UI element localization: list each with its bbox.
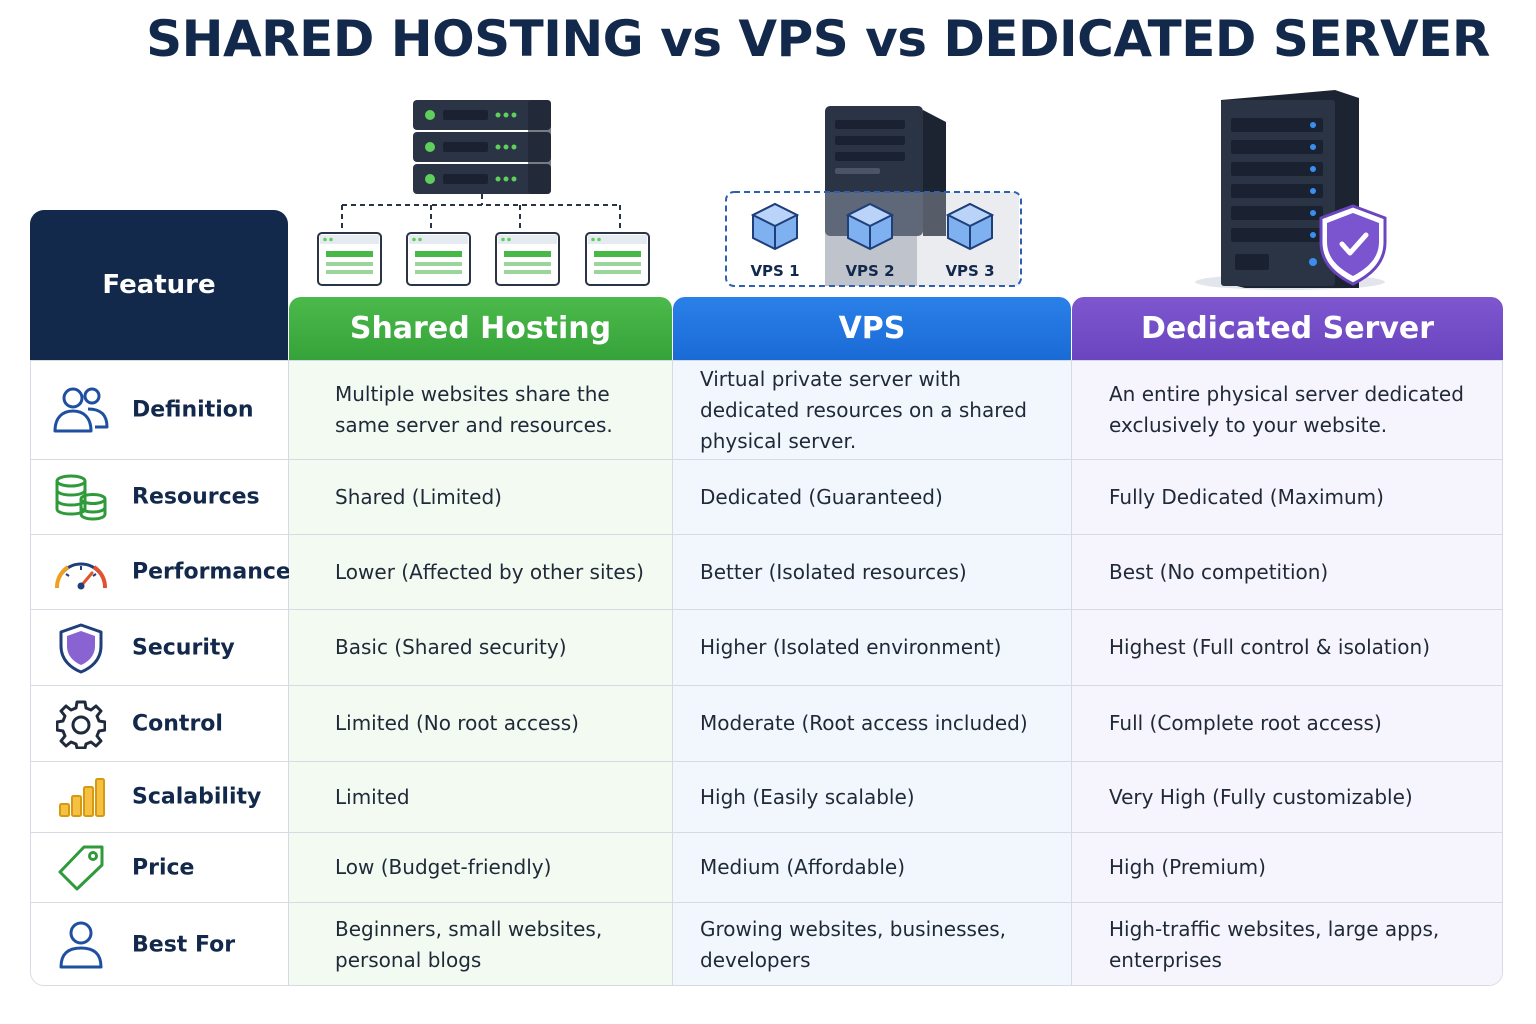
server-rack-icon (413, 100, 551, 194)
feature-cell: Price (31, 833, 289, 902)
vps-cell: Growing websites, businesses, developers (673, 903, 1072, 985)
shield-check-icon (1319, 204, 1387, 286)
vps-header: VPS (673, 297, 1071, 360)
speedometer-icon (51, 542, 111, 602)
table-row-best-for: Best For Beginners, small websites, pers… (31, 902, 1502, 985)
shield-icon (51, 618, 111, 678)
vps-cell: Virtual private server with dedicated re… (673, 361, 1072, 459)
feature-cell: Performance (31, 535, 291, 609)
table-row-scalability: Scalability Limited High (Easily scalabl… (31, 761, 1502, 832)
price-tag-icon (51, 838, 111, 898)
dedicated-cell: Full (Complete root access) (1072, 686, 1502, 761)
feature-label: Resources (132, 484, 260, 510)
vps-label-1: VPS 1 (750, 262, 799, 280)
feature-label: Scalability (132, 784, 262, 810)
dedicated-cell: Fully Dedicated (Maximum) (1072, 460, 1502, 534)
server-tower-icon (825, 106, 946, 236)
table-row-price: Price Low (Budget-friendly) Medium (Affo… (31, 832, 1502, 902)
dedicated-cell: High (Premium) (1072, 833, 1502, 902)
vps-cell: Medium (Affordable) (673, 833, 1072, 902)
shared-cell: Limited (289, 762, 673, 832)
dedicated-cell: Very High (Fully customizable) (1072, 762, 1502, 832)
dedicated-server-illustration (1195, 90, 1387, 290)
feature-label: Price (132, 855, 195, 880)
shared-hosting-illustration (317, 100, 650, 286)
shared-cell: Limited (No root access) (289, 686, 673, 761)
database-coins-icon (51, 467, 111, 527)
table-row-resources: Resources Shared (Limited) Dedicated (Gu… (31, 459, 1502, 534)
table-row-security: Security Basic (Shared security) Higher … (31, 609, 1502, 685)
shared-cell: Lower (Affected by other sites) (289, 535, 673, 609)
vps-cell: Moderate (Root access included) (673, 686, 1072, 761)
table-row-definition: Definition Multiple websites share the s… (31, 361, 1502, 459)
shared-cell: Beginners, small websites, personal blog… (289, 903, 673, 985)
comparison-table: Definition Multiple websites share the s… (30, 360, 1503, 986)
bar-chart-icon (51, 767, 111, 827)
feature-label: Control (132, 711, 223, 736)
user-icon (51, 915, 111, 975)
shared-cell: Multiple websites share the same server … (289, 361, 673, 459)
shared-hosting-header: Shared Hosting (289, 297, 672, 360)
shared-cell: Basic (Shared security) (289, 610, 673, 685)
feature-cell: Best For (31, 903, 289, 985)
feature-cell: Control (31, 686, 289, 761)
gear-icon (51, 694, 111, 754)
dedicated-cell: An entire physical server dedicated excl… (1072, 361, 1502, 459)
table-row-performance: Performance Lower (Affected by other sit… (31, 534, 1502, 609)
feature-column-header: Feature (30, 210, 288, 360)
feature-cell: Security (31, 610, 289, 685)
users-icon (51, 380, 111, 440)
feature-label: Security (132, 635, 235, 660)
feature-cell: Scalability (31, 762, 289, 832)
feature-label: Performance (132, 559, 291, 585)
dedicated-cell: Highest (Full control & isolation) (1072, 610, 1502, 685)
feature-cell: Definition (31, 361, 289, 459)
dedicated-server-header: Dedicated Server (1072, 297, 1503, 360)
vps-cube-icons (750, 202, 995, 251)
feature-label: Best For (132, 932, 236, 958)
vps-label-3: VPS 3 (945, 262, 994, 280)
shared-cell: Low (Budget-friendly) (289, 833, 673, 902)
vps-cell: Better (Isolated resources) (673, 535, 1072, 609)
table-row-control: Control Limited (No root access) Moderat… (31, 685, 1502, 761)
vps-illustration: VPS 1 VPS 2 VPS 3 (725, 106, 1022, 287)
dedicated-cell: Best (No competition) (1072, 535, 1502, 609)
shared-cell: Shared (Limited) (289, 460, 673, 534)
page-title: SHARED HOSTING vs VPS vs DEDICATED SERVE… (146, 10, 1490, 68)
vps-cell: High (Easily scalable) (673, 762, 1072, 832)
vps-label-2: VPS 2 (845, 262, 894, 280)
feature-cell: Resources (31, 460, 289, 534)
feature-label: Definition (132, 397, 254, 423)
dedicated-cell: High-traffic websites, large apps, enter… (1072, 903, 1502, 985)
vps-cell: Dedicated (Guaranteed) (673, 460, 1072, 534)
vps-cell: Higher (Isolated environment) (673, 610, 1072, 685)
website-window-icons (317, 232, 650, 286)
